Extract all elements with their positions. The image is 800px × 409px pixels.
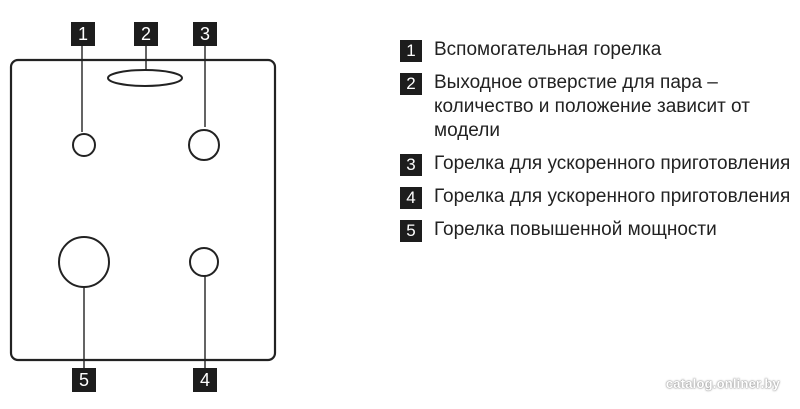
legend-label: Горелка для ускоренного приготовления — [434, 186, 791, 207]
callout-5-box — [72, 368, 96, 392]
callout-3-box — [193, 22, 217, 46]
burner-5-high-power — [58, 236, 110, 288]
legend-item-4: 4 Горелка для ускоренного приготовления — [400, 185, 796, 209]
callout-1: 1 — [78, 24, 88, 44]
legend-item-2: 2 Выходное отверстие для пара – количест… — [400, 71, 796, 143]
callout-4: 4 — [200, 370, 210, 390]
callout-4-box — [193, 368, 217, 392]
callout-2: 2 — [141, 24, 151, 44]
legend-number: 4 — [400, 187, 422, 209]
burner-3-rapid — [188, 129, 220, 161]
burner-4-rapid — [189, 247, 219, 277]
cooktop-outline — [9, 58, 277, 362]
callout-5: 5 — [79, 370, 89, 390]
legend-item-5: 5 Горелка повышенной мощности — [400, 218, 796, 242]
callout-3: 3 — [200, 24, 210, 44]
cooktop-diagram: 1 2 3 5 4 — [9, 22, 277, 392]
legend-label: Горелка для ускоренного приготовления — [434, 153, 791, 174]
legend-number: 3 — [400, 154, 422, 176]
legend-item-3: 3 Горелка для ускоренного приготовления — [400, 152, 796, 176]
legend-label: Вспомогательная горелка — [434, 39, 662, 60]
callout-2-box — [134, 22, 158, 46]
legend: 1 Вспомогательная горелка 2 Выходное отв… — [400, 38, 796, 251]
legend-item-1: 1 Вспомогательная горелка — [400, 38, 796, 62]
legend-label: Выходное отверстие для пара – количество… — [434, 72, 750, 141]
legend-label: Горелка повышенной мощности — [434, 219, 717, 240]
callout-1-box — [71, 22, 95, 46]
burner-1-auxiliary — [72, 133, 96, 157]
legend-number: 5 — [400, 220, 422, 242]
watermark: catalog.onliner.by — [665, 376, 780, 391]
steam-outlet — [107, 69, 183, 87]
legend-number: 2 — [400, 73, 422, 95]
legend-number: 1 — [400, 40, 422, 62]
